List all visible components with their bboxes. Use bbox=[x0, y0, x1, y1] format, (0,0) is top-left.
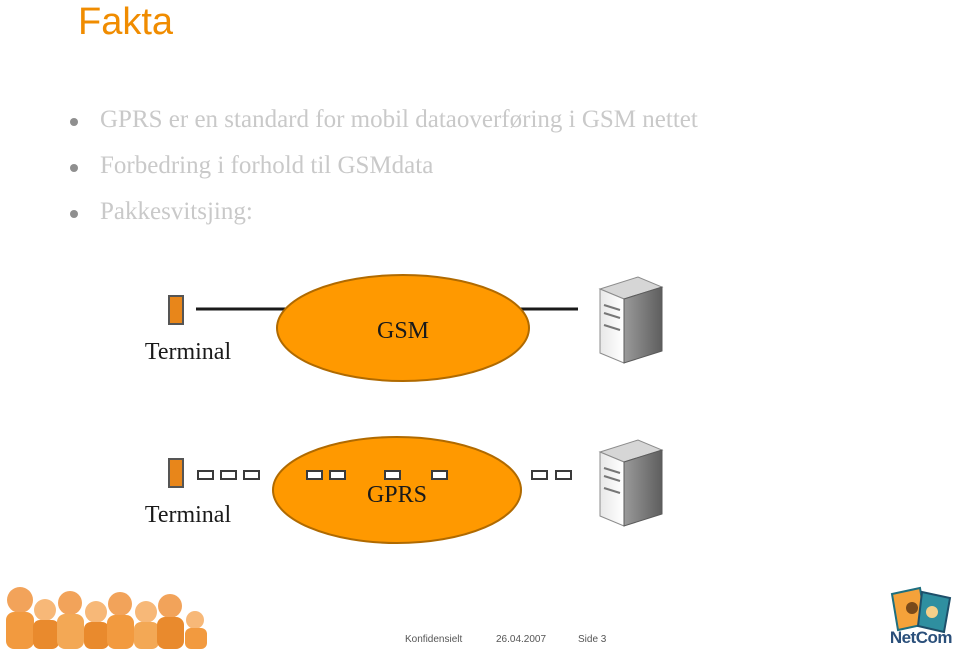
data-packet-icon bbox=[329, 470, 346, 480]
gprs-terminal-icon bbox=[168, 458, 184, 488]
footer-page-number: Side 3 bbox=[578, 634, 607, 645]
bullet-text: Forbedring i forhold til GSMdata bbox=[100, 152, 434, 179]
gsm-server-icon bbox=[598, 276, 664, 364]
data-packet-icon bbox=[197, 470, 214, 480]
slide-title: Fakta bbox=[78, 1, 174, 43]
bullet-text: Pakkesvitsjing: bbox=[100, 198, 253, 225]
gprs-network-cloud bbox=[272, 436, 522, 544]
bullet-dot bbox=[70, 118, 78, 126]
netcom-logo-text: NetCom bbox=[889, 628, 953, 647]
data-packet-icon bbox=[555, 470, 572, 480]
gprs-row: GPRS Terminal bbox=[145, 436, 664, 544]
gsm-network-cloud bbox=[276, 274, 530, 382]
footer-confidential: Konfidensielt bbox=[405, 634, 463, 645]
bullet-dot bbox=[70, 164, 78, 172]
bullet-dot bbox=[70, 210, 78, 218]
gsm-terminal-icon bbox=[168, 295, 184, 325]
gsm-network-label: GSM bbox=[377, 318, 429, 344]
bullet-text: GPRS er en standard for mobil dataoverfø… bbox=[100, 106, 698, 133]
gsm-terminal-label: Terminal bbox=[145, 339, 232, 365]
gprs-terminal-label: Terminal bbox=[145, 502, 232, 528]
data-packet-icon bbox=[306, 470, 323, 480]
data-packet-icon bbox=[431, 470, 448, 480]
bullet-item-improvement: Forbedring i forhold til GSMdata bbox=[70, 152, 698, 198]
data-packet-icon bbox=[243, 470, 260, 480]
data-packet-icon bbox=[384, 470, 401, 480]
netcom-logo-icon bbox=[890, 586, 952, 634]
data-packet-icon bbox=[531, 470, 548, 480]
gsm-row: GSM Terminal bbox=[145, 274, 664, 382]
gprs-server-icon bbox=[598, 439, 664, 527]
people-illustration bbox=[6, 587, 207, 649]
bullet-item-gprs-standard: GPRS er en standard for mobil dataoverfø… bbox=[70, 106, 698, 152]
footer-date: 26.04.2007 bbox=[496, 634, 547, 645]
data-packet-icon bbox=[220, 470, 237, 480]
bullet-list: GPRS er en standard for mobil dataoverfø… bbox=[70, 106, 698, 244]
bullet-item-packet-switching: Pakkesvitsjing: bbox=[70, 198, 698, 244]
gprs-network-label: GPRS bbox=[367, 482, 427, 508]
